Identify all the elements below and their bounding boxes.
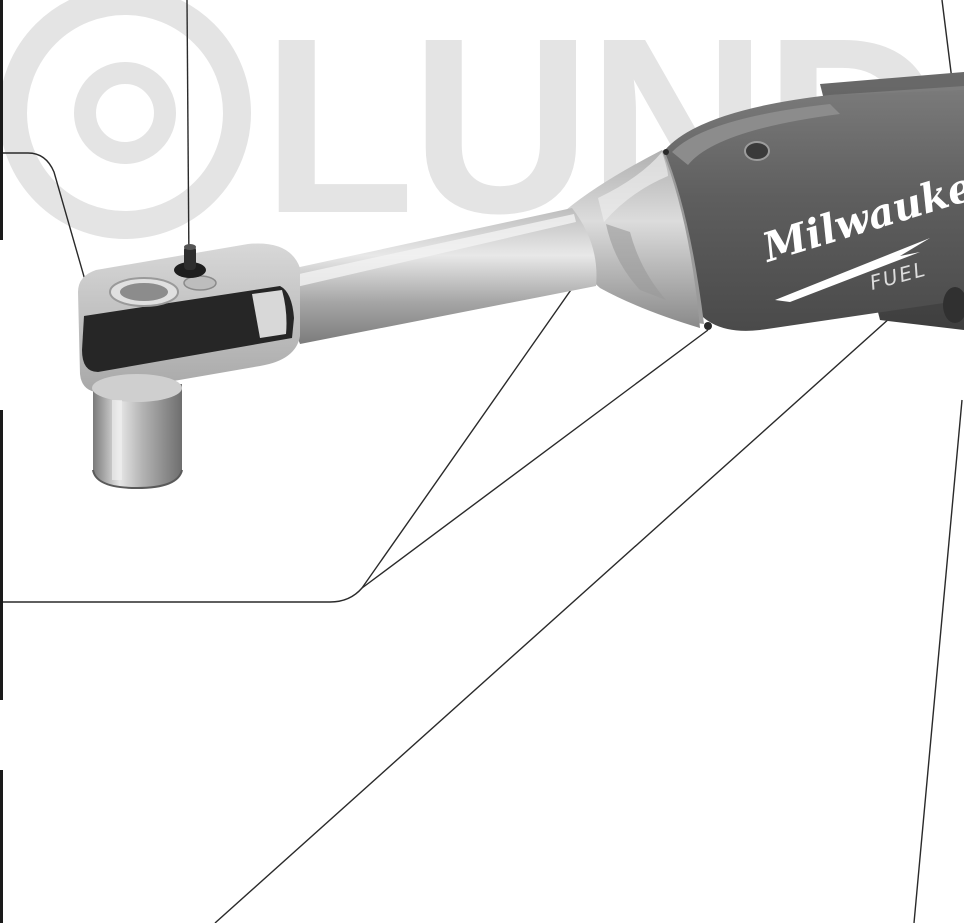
callout-line-trigger: [214, 299, 911, 923]
extension-shaft: [286, 208, 597, 344]
motor-housing: [664, 90, 964, 331]
front-collar: [566, 150, 700, 328]
housing-screw: [704, 322, 712, 330]
housing-screw: [663, 149, 669, 155]
callout-line-socket: [0, 152, 129, 431]
socket: [92, 374, 183, 490]
callout-line-body-top: [941, 0, 953, 81]
callout-line-forward-reverse-switch: [186, 0, 190, 269]
callout-line-battery: [913, 399, 963, 923]
ratchet-tool: Milwaukee FUEL: [78, 72, 964, 490]
battery-release: [943, 287, 964, 323]
callout-line-leds-lower: [361, 329, 709, 589]
callout-line-leds: [0, 159, 663, 603]
copyright-circle-icon: [0, 0, 251, 239]
page-edge-marks: [0, 0, 3, 923]
forward-reverse-switch: [174, 244, 206, 278]
lightning-icon: [775, 238, 930, 302]
mode-button: [744, 141, 770, 161]
ratchet-grip-band: [82, 286, 294, 372]
